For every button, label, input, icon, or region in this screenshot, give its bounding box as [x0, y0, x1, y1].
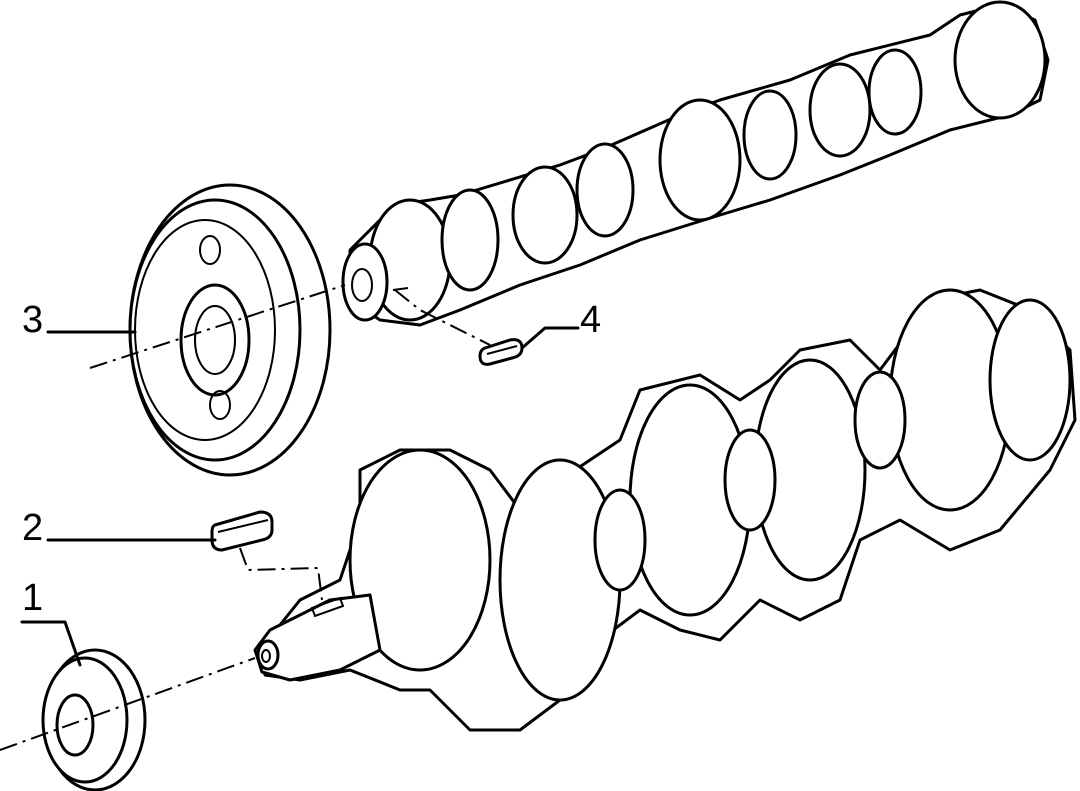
- crankshaft-gear-icon: [41, 648, 147, 791]
- callout-1: 1: [22, 577, 43, 619]
- crankshaft-icon: [253, 288, 1077, 732]
- callout-3: 3: [22, 299, 43, 341]
- callout-4: 4: [580, 299, 601, 341]
- camshaft-icon: [341, 0, 1050, 327]
- camshaft-key-icon: [478, 338, 524, 366]
- leader-lines: [20, 326, 580, 667]
- callout-2: 2: [22, 507, 43, 549]
- crankshaft-key-icon: [210, 510, 274, 552]
- assembly-lines: [0, 284, 491, 751]
- camshaft-gear-icon: [128, 183, 332, 477]
